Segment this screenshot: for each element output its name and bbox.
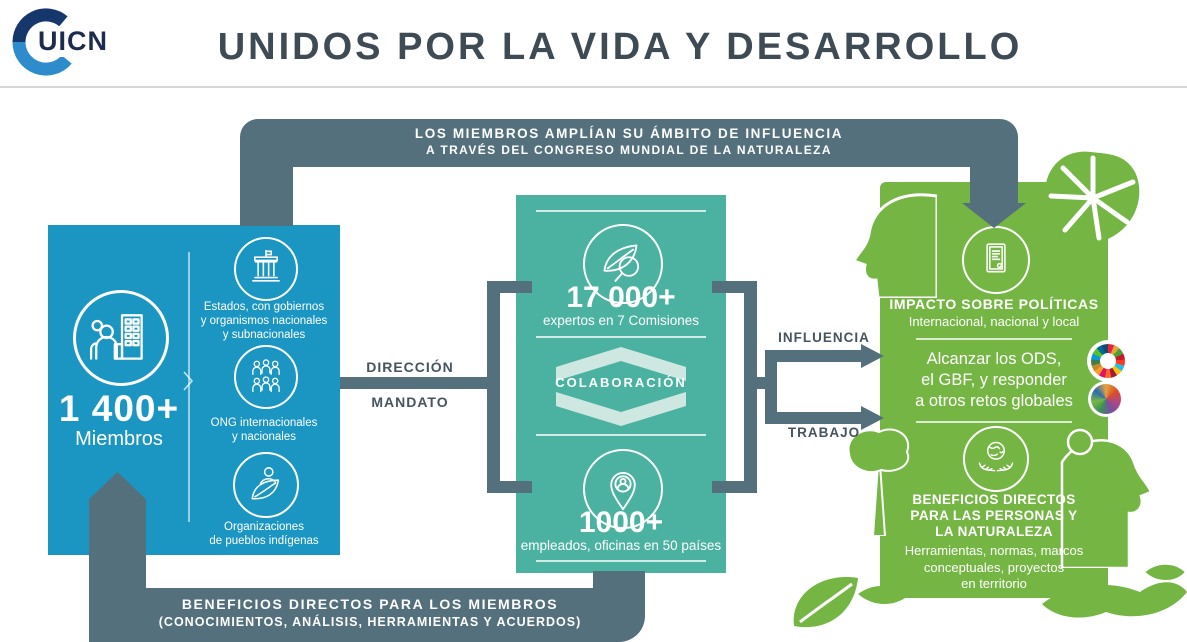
- chevron-right-icon: [183, 371, 195, 396]
- collaboration-arrow-up: [556, 347, 686, 381]
- right-bracket-bottom-arm: [712, 481, 757, 493]
- goals-line-3: a otros retos globales: [915, 392, 1073, 410]
- uicn-logo-ring: [12, 8, 72, 76]
- sdg-wheel-logo: [1087, 340, 1129, 382]
- benefits-title-line-2: PARA LAS PERSONAS Y: [910, 508, 1078, 523]
- person-leaf-icon: [233, 452, 299, 518]
- teal-rule-3: [536, 434, 706, 436]
- members-label: Miembros: [75, 428, 163, 450]
- work-arrow: [777, 412, 861, 424]
- bottom-banner: BENEFICIOS DIRECTOS PARA LOS MIEMBROS (C…: [95, 588, 645, 642]
- influence-arrowhead: [861, 344, 884, 368]
- goals-line-2: el GBF, y responder: [921, 371, 1067, 389]
- teal-rule-1: [536, 210, 706, 212]
- staff-count: 1000+: [578, 506, 664, 539]
- green-rule-2: [916, 421, 1072, 423]
- right-bracket: [744, 281, 757, 493]
- top-banner-line-2: A TRAVÉS DEL CONGRESO MUNDIAL DE LA NATU…: [426, 143, 832, 157]
- influence-arrow: [777, 350, 861, 362]
- left-bracket-top-arm: [487, 281, 532, 293]
- benefits-title-line-1: BENEFICIOS DIRECTOS: [912, 492, 1076, 507]
- top-banner: LOS MIEMBROS AMPLÍAN SU ÁMBITO DE INFLUE…: [240, 119, 1018, 167]
- banner-to-impact-connector: [970, 160, 1018, 204]
- uicn-logo: UICN: [8, 4, 112, 82]
- category-label-states: Estados, con gobiernos y organismos naci…: [200, 301, 328, 341]
- mandate-label: MANDATO: [371, 394, 449, 410]
- hands-globe-icon: [963, 426, 1029, 492]
- benefits-sub-line-3: en territorio: [961, 576, 1027, 591]
- work-arrowhead: [861, 406, 884, 430]
- members-count: 1 400+: [58, 388, 180, 429]
- left-bracket-bottom-arm: [487, 481, 532, 493]
- right-bracket-top-arm: [712, 281, 757, 293]
- benefits-subtitle: Herramientas, normas, marcos conceptuale…: [888, 543, 1100, 593]
- bottom-banner-line-1: BENEFICIOS DIRECTOS PARA LOS MIEMBROS: [181, 596, 559, 612]
- members-divider-line: [188, 252, 190, 522]
- benefits-sub-line-2: conceptuales, proyectos: [923, 559, 1065, 575]
- global-goals-text: Alcanzar los ODS, el GBF, y responder a …: [888, 349, 1100, 412]
- uicn-logo-text: UICN: [35, 26, 111, 57]
- bottom-banner-line-2: (CONOCIMIENTOS, ANÁLISIS, HERRAMIENTAS Y…: [158, 615, 582, 629]
- split-bracket: [765, 350, 777, 424]
- direction-label: DIRECCIÓN: [366, 359, 454, 375]
- top-banner-line-1: LOS MIEMBROS AMPLÍAN SU ÁMBITO DE INFLUE…: [414, 126, 844, 141]
- banner-to-members-connector: [240, 160, 293, 226]
- work-label: TRABAJO: [787, 425, 861, 440]
- gbf-logo: [1088, 381, 1124, 417]
- collaboration-label: COLABORACIÓN: [555, 375, 687, 390]
- policy-subtitle: Internacional, nacional y local: [908, 314, 1080, 329]
- left-bracket: [487, 281, 500, 493]
- page-title: UNIDOS POR LA VIDA Y DESARROLLO: [217, 26, 1023, 68]
- green-rule-1: [916, 338, 1072, 340]
- goals-line-1: Alcanzar los ODS,: [926, 350, 1062, 368]
- people-building-icon: [73, 290, 169, 386]
- collaboration-arrow-down: [556, 392, 686, 426]
- experts-count: 17 000+: [566, 281, 676, 314]
- pin-person-icon: [583, 449, 663, 529]
- down-arrowhead: [962, 203, 1026, 228]
- benefits-sub-line-1: Herramientas, normas, marcos: [904, 543, 1084, 558]
- staff-label: empleados, oficinas en 50 países: [520, 538, 722, 553]
- experts-label: expertos en 7 Comisiones: [542, 313, 700, 328]
- benefits-title-line-3: LA NATURALEZA: [935, 524, 1053, 539]
- direction-mandate-connector: [340, 377, 487, 389]
- government-building-icon: [234, 237, 298, 301]
- policy-document-icon: [962, 226, 1030, 294]
- secretariat-to-banner-connector: [593, 571, 645, 593]
- header-divider: [0, 86, 1187, 88]
- category-label-indigenous: Organizaciones de pueblos indígenas: [209, 521, 319, 547]
- people-group-icon: [234, 345, 298, 409]
- teal-rule-2: [536, 336, 706, 338]
- teal-rule-4: [536, 560, 706, 562]
- benefits-title: BENEFICIOS DIRECTOS PARA LAS PERSONAS Y …: [888, 492, 1100, 540]
- influence-label: INFLUENCIA: [778, 330, 870, 345]
- category-label-ngo: ONG internacionales y nacionales: [210, 417, 318, 443]
- policy-title: IMPACTO SOBRE POLÍTICAS: [889, 296, 1099, 312]
- leaf-magnifier-icon: [583, 224, 663, 304]
